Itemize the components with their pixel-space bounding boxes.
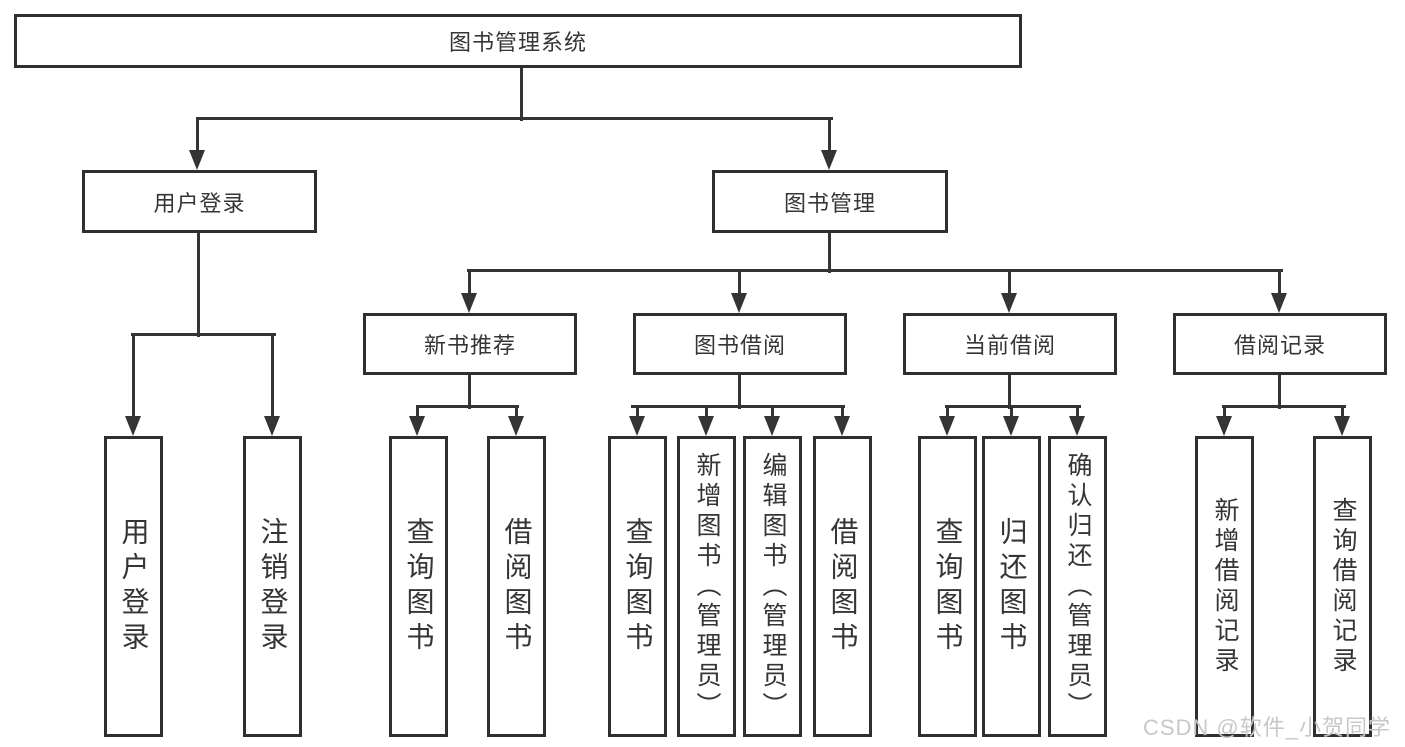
connector-line [196, 119, 199, 156]
arrowhead-down-icon [731, 293, 747, 313]
node-leaf-borrow-books-2: 借阅图书 [813, 436, 872, 737]
arrowhead-down-icon [1271, 293, 1287, 313]
node-label: 新增借阅记录 [1211, 496, 1239, 677]
arrowhead-down-icon [1003, 416, 1019, 436]
arrowhead-down-icon [821, 150, 837, 170]
connector-line [738, 271, 741, 299]
connector-line [131, 333, 276, 336]
connector-line [771, 407, 774, 422]
connector-line [271, 335, 274, 422]
connector-line [197, 233, 200, 337]
arrowhead-down-icon [698, 416, 714, 436]
arrowhead-down-icon [1334, 416, 1350, 436]
node-book-management: 图书管理 [712, 170, 948, 233]
connector-line [132, 335, 135, 422]
node-label: 借阅图书 [501, 516, 533, 657]
connector-line [945, 405, 1081, 408]
node-label: 查询图书 [622, 516, 654, 657]
node-leaf-add-borrow-record: 新增借阅记录 [1195, 436, 1254, 737]
connector-line [705, 407, 708, 422]
node-leaf-user-login: 用户登录 [104, 436, 163, 737]
arrowhead-down-icon [461, 293, 477, 313]
node-label: 查询借阅记录 [1329, 496, 1357, 677]
arrowhead-down-icon [508, 416, 524, 436]
node-user-login: 用户登录 [82, 170, 317, 233]
node-leaf-query-borrow-record: 查询借阅记录 [1313, 436, 1372, 737]
connector-line [1008, 271, 1011, 299]
connector-line [1222, 405, 1346, 408]
connector-line [841, 407, 844, 422]
node-label: 编辑图书（管理员） [759, 451, 787, 722]
arrowhead-down-icon [264, 416, 280, 436]
node-leaf-borrow-books-1: 借阅图书 [487, 436, 546, 737]
connector-line [416, 405, 519, 408]
connector-line [1010, 407, 1013, 422]
node-leaf-query-books-1: 查询图书 [389, 436, 448, 737]
connector-line [468, 271, 471, 299]
connector-line [1278, 375, 1281, 409]
connector-line [467, 269, 1283, 272]
connector-line [636, 407, 639, 422]
connector-line [1076, 407, 1079, 422]
node-leaf-logout: 注销登录 [243, 436, 302, 737]
arrowhead-down-icon [1069, 416, 1085, 436]
node-current-borrowing: 当前借阅 [903, 313, 1117, 375]
node-label: 归还图书 [996, 516, 1028, 657]
node-leaf-return-books: 归还图书 [982, 436, 1041, 737]
connector-line [946, 407, 949, 422]
connector-line [515, 407, 518, 422]
arrowhead-down-icon [189, 150, 205, 170]
connector-line [416, 407, 419, 422]
arrowhead-down-icon [764, 416, 780, 436]
node-label: 查询图书 [403, 516, 435, 657]
connector-line [631, 405, 845, 408]
connector-line [520, 68, 523, 121]
connector-line [1341, 407, 1344, 422]
node-label: 注销登录 [257, 516, 289, 657]
node-label: 查询图书 [932, 516, 964, 657]
arrowhead-down-icon [409, 416, 425, 436]
node-label: 用户登录 [118, 516, 150, 657]
arrowhead-down-icon [1216, 416, 1232, 436]
arrowhead-down-icon [629, 416, 645, 436]
arrowhead-down-icon [939, 416, 955, 436]
node-leaf-edit-book-admin: 编辑图书（管理员） [743, 436, 802, 737]
connector-line [738, 375, 741, 409]
arrowhead-down-icon [834, 416, 850, 436]
connector-line [1008, 375, 1011, 409]
node-label: 借阅图书 [827, 516, 859, 657]
connector-line [1278, 271, 1281, 299]
node-borrowing-records: 借阅记录 [1173, 313, 1387, 375]
node-leaf-query-books-2: 查询图书 [608, 436, 667, 737]
node-label: 新增图书（管理员） [693, 451, 721, 722]
node-book-borrowing: 图书借阅 [633, 313, 847, 375]
csdn-watermark: CSDN @软件_小贺同学 [1142, 715, 1391, 740]
connector-line [468, 375, 471, 409]
connector-line [828, 233, 831, 273]
connector-line [196, 117, 833, 120]
node-new-book-recommend: 新书推荐 [363, 313, 577, 375]
node-label: 确认归还（管理员） [1064, 451, 1092, 722]
arrowhead-down-icon [125, 416, 141, 436]
node-library-management-system: 图书管理系统 [14, 14, 1022, 68]
arrowhead-down-icon [1001, 293, 1017, 313]
node-leaf-confirm-return-admin: 确认归还（管理员） [1048, 436, 1107, 737]
connector-line [1223, 407, 1226, 422]
node-leaf-query-books-3: 查询图书 [918, 436, 977, 737]
node-leaf-add-book-admin: 新增图书（管理员） [677, 436, 736, 737]
connector-line [828, 119, 831, 156]
